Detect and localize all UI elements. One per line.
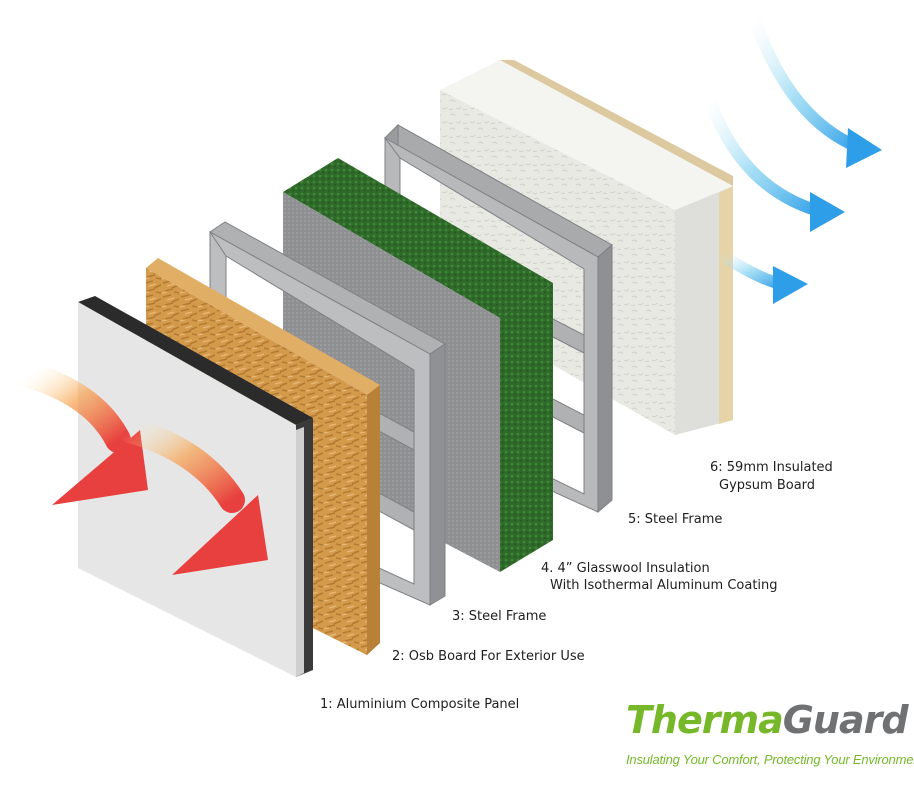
cool-arrow-head-icon <box>846 128 882 168</box>
layer-4-label-line2: With Isothermal Aluminum Coating <box>550 578 778 593</box>
layer-2-label: 2: Osb Board For Exterior Use <box>392 649 585 664</box>
gypsum-board-layer <box>440 60 733 435</box>
layer-6-label-line2: Gypsum Board <box>719 478 816 493</box>
cool-arrow-head-icon <box>810 192 845 232</box>
layer-4-label-line1: 4. 4” Glasswool Insulation <box>541 561 710 576</box>
cool-arrow-icon <box>704 94 828 218</box>
heat-arrow-head-icon <box>172 495 268 575</box>
brand-tagline: Insulating Your Comfort, Protecting Your… <box>626 752 914 767</box>
cool-arrow-icon <box>749 14 866 154</box>
brand-part1: Therma <box>626 698 784 742</box>
heat-arrow-head-icon <box>52 430 148 505</box>
cool-arrows <box>704 14 882 304</box>
brand-part2: Guard <box>782 698 909 742</box>
aluminium-composite-panel-layer <box>78 296 313 677</box>
heat-arrows <box>17 362 268 575</box>
layer-5-label: 5: Steel Frame <box>628 512 723 527</box>
heat-arrow-icon <box>17 362 131 453</box>
thermaguard-logo: ThermaGuard <box>626 698 909 742</box>
layer-6-label-line1: 6: 59mm Insulated <box>710 460 833 475</box>
heat-arrow-icon <box>117 417 245 513</box>
layer-3-label: 3: Steel Frame <box>452 609 547 624</box>
cool-arrow-head-icon <box>773 266 808 304</box>
layer-1-label: 1: Aluminium Composite Panel <box>320 697 520 712</box>
